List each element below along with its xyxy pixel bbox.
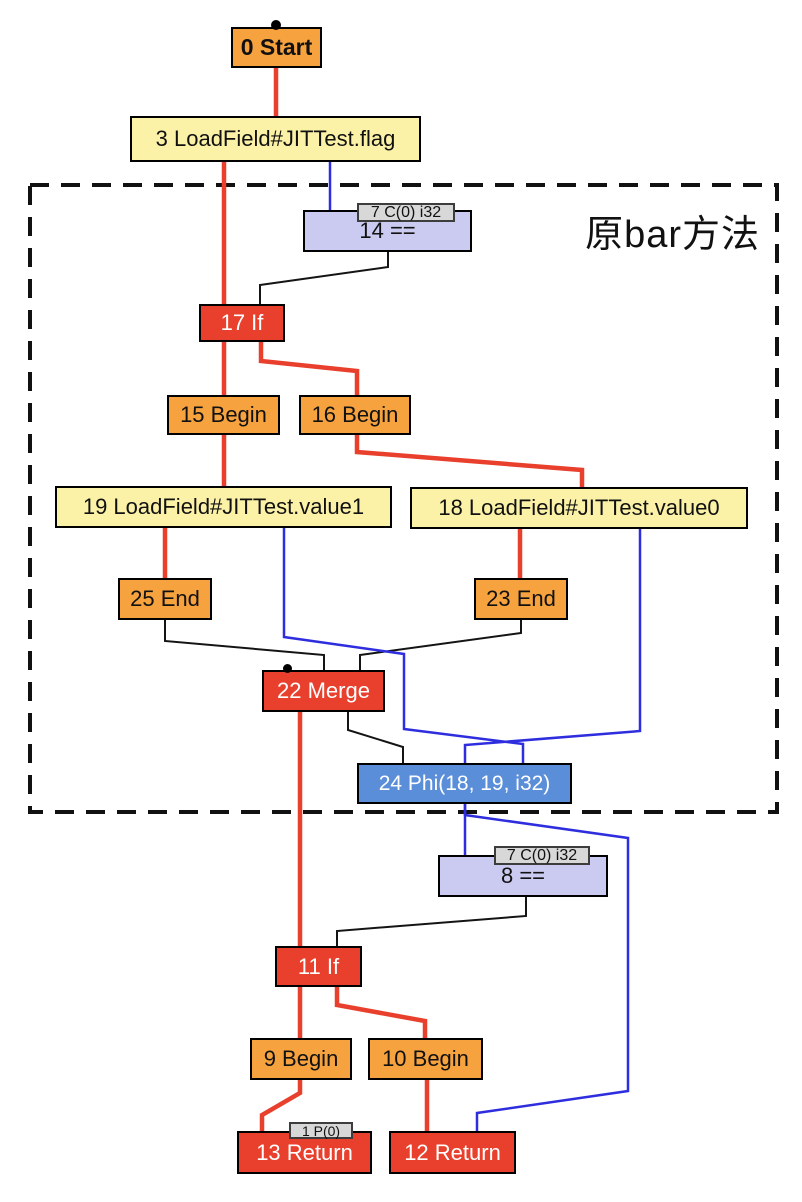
edge-eq14-to-if17 bbox=[259, 250, 389, 306]
edge-eq8-to-if11 bbox=[336, 895, 527, 948]
edge-if11-to-begin10 bbox=[334, 986, 428, 1040]
slot-param1-on-return13[interactable]: 1 P(0) bbox=[289, 1122, 353, 1139]
edge-begin9-to-return13 bbox=[259, 1078, 303, 1133]
edge-begin16-to-loadfield18 bbox=[354, 433, 585, 489]
node-0-start[interactable]: 0 Start bbox=[231, 27, 322, 68]
edge-loadfield18-to-phi24 bbox=[463, 527, 642, 765]
node-9-begin[interactable]: 9 Begin bbox=[250, 1038, 352, 1080]
node-19-loadfield-value1[interactable]: 19 LoadField#JITTest.value1 bbox=[55, 486, 392, 528]
node-15-begin[interactable]: 15 Begin bbox=[167, 395, 280, 435]
node-11-if[interactable]: 11 If bbox=[275, 946, 362, 987]
edge-end23-to-merge22 bbox=[359, 618, 522, 672]
anchor-dot-merge22 bbox=[283, 664, 292, 673]
edge-merge22-to-phi24 bbox=[347, 711, 404, 765]
node-12-return[interactable]: 12 Return bbox=[389, 1131, 516, 1174]
anchor-dot-start0 bbox=[271, 20, 281, 30]
node-17-if[interactable]: 17 If bbox=[199, 304, 285, 342]
node-16-begin[interactable]: 16 Begin bbox=[299, 395, 411, 435]
dashed-region-bar-method bbox=[28, 183, 779, 814]
edge-end25-to-merge22 bbox=[164, 618, 325, 672]
node-10-begin[interactable]: 10 Begin bbox=[368, 1038, 483, 1080]
node-25-end[interactable]: 25 End bbox=[118, 578, 212, 620]
edge-phi24-to-return12 bbox=[463, 803, 630, 1133]
slot-const7-on-eq8[interactable]: 7 C(0) i32 bbox=[494, 846, 590, 865]
edge-if17-to-begin16 bbox=[258, 341, 360, 397]
region-label-bar-method: 原bar方法 bbox=[585, 214, 760, 256]
node-23-end[interactable]: 23 End bbox=[474, 578, 568, 620]
node-24-phi[interactable]: 24 Phi(18, 19, i32) bbox=[357, 763, 572, 804]
node-3-loadfield-flag[interactable]: 3 LoadField#JITTest.flag bbox=[130, 116, 421, 162]
edge-loadfield19-to-phi24 bbox=[282, 526, 525, 765]
slot-const7-on-eq14[interactable]: 7 C(0) i32 bbox=[357, 203, 455, 222]
node-22-merge[interactable]: 22 Merge bbox=[262, 670, 385, 712]
node-18-loadfield-value0[interactable]: 18 LoadField#JITTest.value0 bbox=[410, 487, 748, 529]
